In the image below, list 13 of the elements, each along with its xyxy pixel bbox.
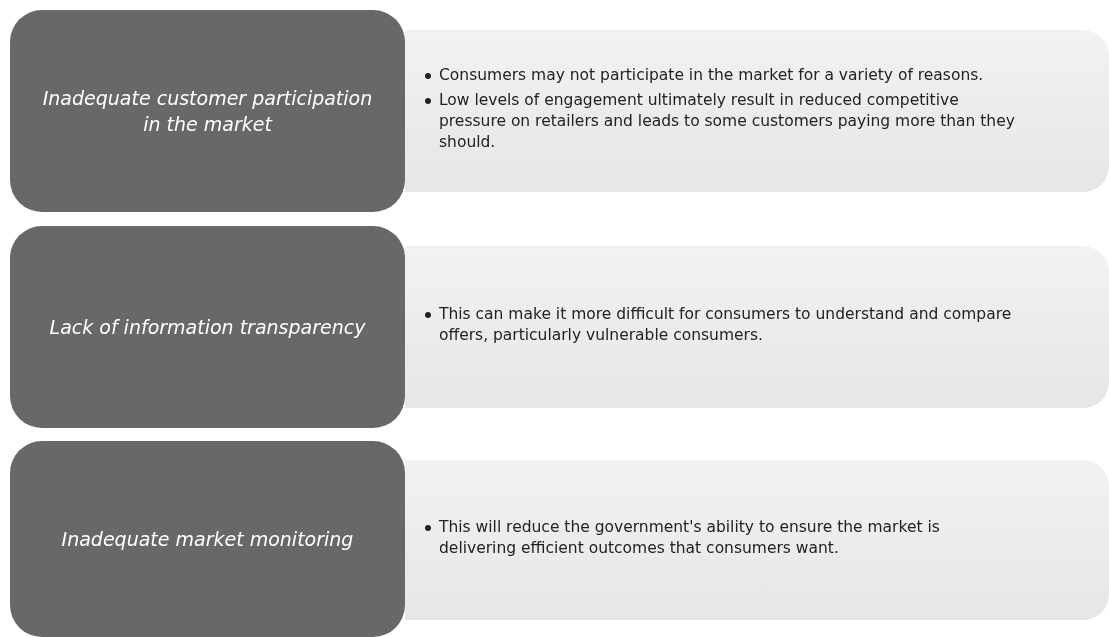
category-title: Inadequate market monitoring (61, 527, 354, 552)
description-box (405, 246, 1109, 408)
bullet-text: This will reduce the government's ability to ensure the market is delivering efficient outcomes that consumers want. (439, 517, 941, 559)
category-title: Inadequate customer participation in the market (41, 86, 374, 137)
description-box (405, 460, 1109, 620)
description-box (405, 30, 1109, 192)
category-title: Lack of information transparency (49, 315, 366, 340)
category-box (10, 10, 405, 212)
bullet-text: This can make it more difficult for consumers to understand and compare offers, particularly vulnerable consumers. (439, 304, 1013, 346)
category-box (10, 226, 405, 428)
bullet-text: Low levels of engagement ultimately result in reduced competitive pressure on retailers and leads to some customers paying more than they should. (439, 90, 1016, 153)
category-box (10, 441, 405, 637)
bullet-text: Consumers may not participate in the market for a variety of reasons. (439, 65, 985, 86)
